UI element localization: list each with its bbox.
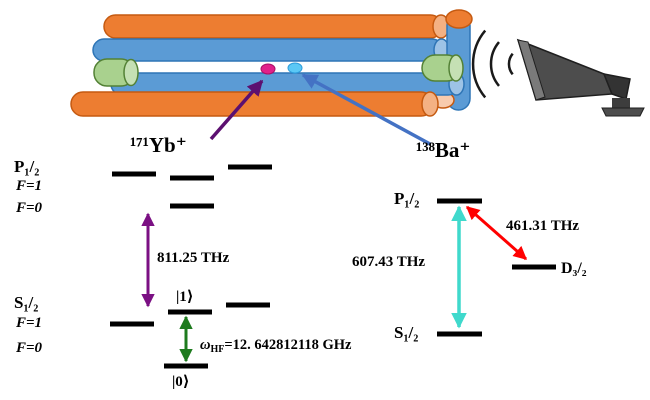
ba-level-diagram: P₁/₂ S₁/₂ D₃/₂ 607.43 THz 461.31 THz — [352, 189, 587, 342]
yb-p-f0-label: F=0 — [15, 200, 43, 216]
horn-mouth — [517, 39, 546, 101]
trap-rod-orange-top — [103, 14, 443, 39]
endcap-electrode-right-cap — [448, 54, 464, 82]
trap-rod-orange-bottom — [70, 91, 434, 117]
ba-ion-dot — [287, 62, 303, 74]
yb-p-f1-label: F=1 — [15, 178, 42, 194]
ion-trap-schematic — [70, 9, 473, 117]
yb-qubit-one-label: |1⟩ — [176, 289, 194, 305]
trap-rod-orange-rear-cap-top — [445, 9, 473, 29]
yb-level-diagram: P₁/₂ F=1 F=0 811.25 THz S₁/₂ F=1 F=0 |1⟩… — [14, 157, 352, 390]
yb-p-term-label: P₁/₂ — [14, 157, 39, 176]
ion-labels: ¹⁷¹Yb⁺ ¹³⁸Ba⁺ — [130, 73, 470, 162]
ba-ion-label: ¹³⁸Ba⁺ — [416, 138, 470, 162]
ba-pointer-arrow — [301, 73, 431, 146]
yb-s-f0-label: F=0 — [15, 340, 43, 356]
yb-hyperfine-sub: HF — [211, 344, 225, 355]
yb-ion-label: ¹⁷¹Yb⁺ — [130, 133, 187, 157]
yb-ion-dot — [260, 63, 276, 75]
ba-pd-transition-arrow — [465, 205, 528, 261]
ba-s-term-label: S₁/₂ — [394, 323, 418, 342]
yb-qubit-zero-label: |0⟩ — [172, 374, 190, 390]
microwave-horn-antenna — [471, 29, 645, 117]
ba-sp-transition-label: 607.43 THz — [352, 254, 425, 270]
microwave-arc-3 — [471, 29, 487, 99]
ba-pd-transition-label: 461.31 THz — [506, 218, 579, 234]
yb-s-f1-label: F=1 — [15, 315, 42, 331]
yb-hyperfine-label: ωHF=12. 642812118 GHz — [200, 337, 352, 355]
yb-hyperfine-value: =12. 642812118 GHz — [224, 337, 352, 353]
ba-p-term-label: P₁/₂ — [394, 189, 419, 208]
horn-base — [601, 107, 645, 117]
microwave-arc-1 — [507, 52, 514, 76]
yb-s-term-label: S₁/₂ — [14, 293, 38, 312]
endcap-electrode-left-cap — [123, 58, 139, 87]
microwave-arc-2 — [489, 41, 500, 87]
trap-rod-blue-top — [92, 38, 444, 62]
yb-pointer-arrow — [209, 79, 264, 141]
horn-mount — [612, 98, 630, 108]
ba-d-term-label: D₃/₂ — [561, 260, 587, 277]
trap-rod-orange-bottom-cap — [421, 91, 439, 117]
yb-optical-transition-label: 811.25 THz — [157, 250, 230, 266]
yb-hyperfine-omega: ω — [200, 337, 211, 353]
